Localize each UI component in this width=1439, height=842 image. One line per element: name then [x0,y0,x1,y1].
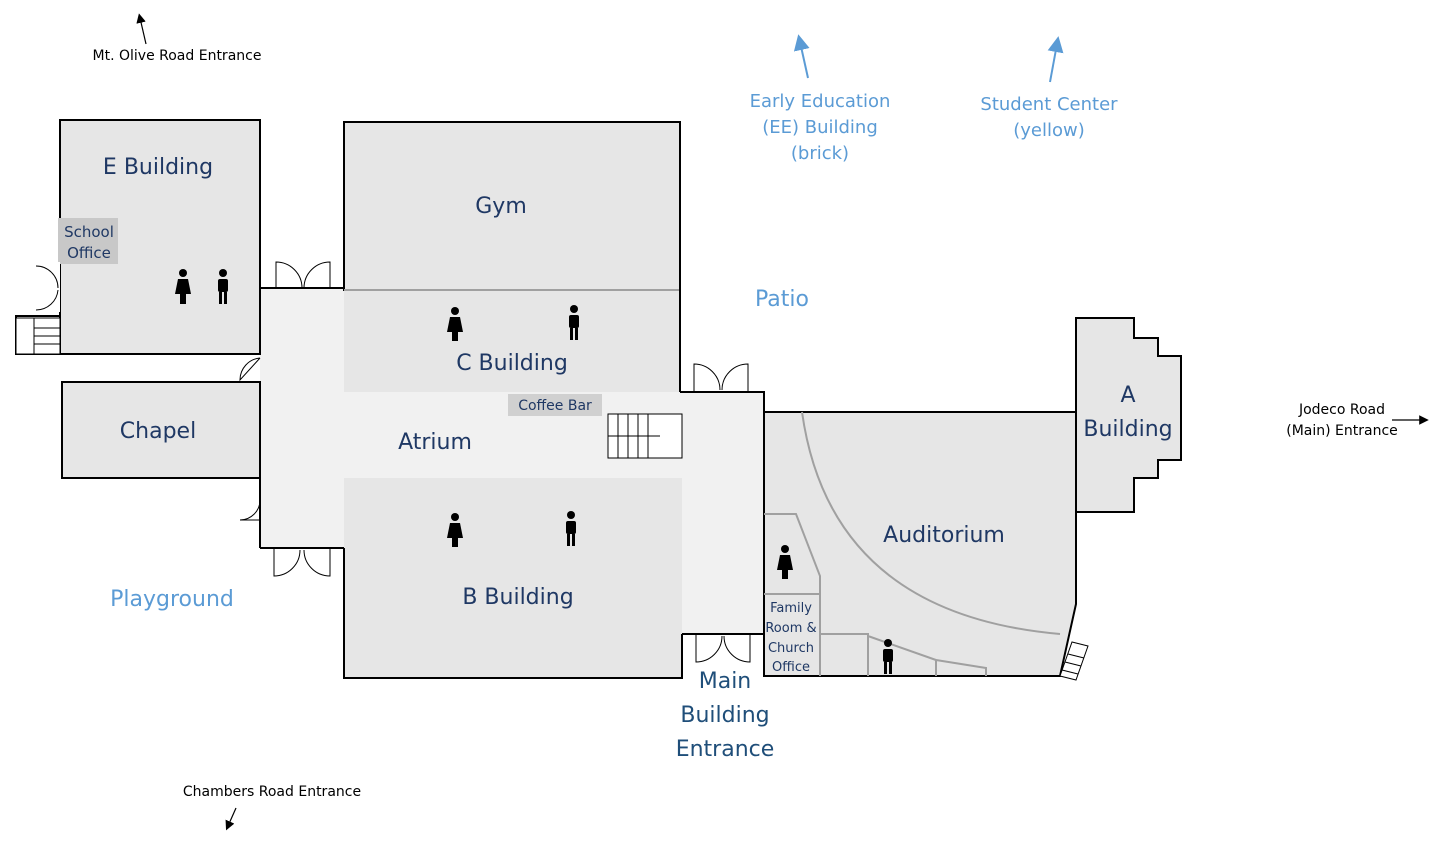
main-entrance-label-2: Building [680,703,769,728]
a-building-label-1: A [1120,383,1135,408]
family-room-label-3: Church [768,641,814,656]
b-building-label: B Building [462,585,573,610]
direction-arrow-icon [136,13,147,45]
gym-label: Gym [475,194,527,219]
woman-restroom-icon [447,513,463,547]
ee-building-label-2: (EE) Building [762,117,878,138]
man-restroom-icon [566,511,576,546]
direction-arrow-icon [793,34,810,79]
west-hall-wall-top [259,120,344,289]
b-building-room [344,478,682,678]
single-door-icon[interactable] [35,265,59,311]
coffee-bar-label: Coffee Bar [518,398,592,414]
auditorium-aisle [764,513,821,676]
main-entrance-label-3: Entrance [676,737,775,762]
mt-olive-entrance-label: Mt. Olive Road Entrance [93,48,262,64]
family-room-label-2: Room & [765,621,816,636]
chapel-room [61,381,261,479]
chambers-entrance-label: Chambers Road Entrance [183,784,361,800]
atrium-stairs-icon [607,413,683,459]
direction-arrow-icon [225,807,237,831]
b-building-walls [343,548,683,679]
patio-label: Patio [755,287,809,312]
e-building-west-door-strip [36,262,60,312]
double-door-icon[interactable] [275,261,331,289]
gym-room [343,121,681,291]
c-building-room [344,290,680,392]
woman-restroom-icon [447,307,463,341]
direction-arrow-icon [1047,36,1064,83]
a-building-label-2: Building [1083,417,1172,442]
woman-restroom-icon [777,545,793,579]
atrium-label: Atrium [398,430,472,455]
school-office-room [58,218,118,264]
single-door-icon[interactable] [239,357,261,521]
woman-restroom-icon [175,269,191,304]
chapel-label: Chapel [120,419,196,444]
auditorium-stairs-icon [1059,641,1089,681]
jodeco-entrance-label-2: (Main) Entrance [1286,423,1398,439]
stairs-icon [15,317,61,355]
playground-label: Playground [110,587,234,612]
man-restroom-icon [883,639,893,674]
east-hall-wall-top [680,391,765,412]
east-hallway [680,392,764,634]
a-building-room [1075,317,1182,513]
auditorium-seating-curve [801,411,1061,635]
man-restroom-icon [218,269,228,304]
school-office-label-1: School [64,223,114,241]
double-door-icon[interactable] [693,363,749,392]
school-office-label-2: Office [67,244,111,262]
e-building-label: E Building [103,155,213,180]
jodeco-entrance-label-1: Jodeco Road [1298,402,1385,418]
auditorium-room [763,411,1077,677]
double-door-icon[interactable] [695,634,751,663]
main-entrance-label-1: Main [699,669,752,694]
family-room-label-4: Office [772,660,810,675]
double-door-icon[interactable] [273,548,331,577]
auditorium-label: Auditorium [883,523,1005,548]
family-room-label-1: Family [770,601,812,616]
ee-building-label-1: Early Education [750,91,891,112]
student-center-label-1: Student Center [980,94,1118,115]
c-building-label: C Building [456,351,568,376]
coffee-bar-counter [508,394,602,416]
student-center-label-2: (yellow) [1013,120,1085,141]
ee-building-label-3: (brick) [791,143,849,164]
man-restroom-icon [569,305,579,340]
